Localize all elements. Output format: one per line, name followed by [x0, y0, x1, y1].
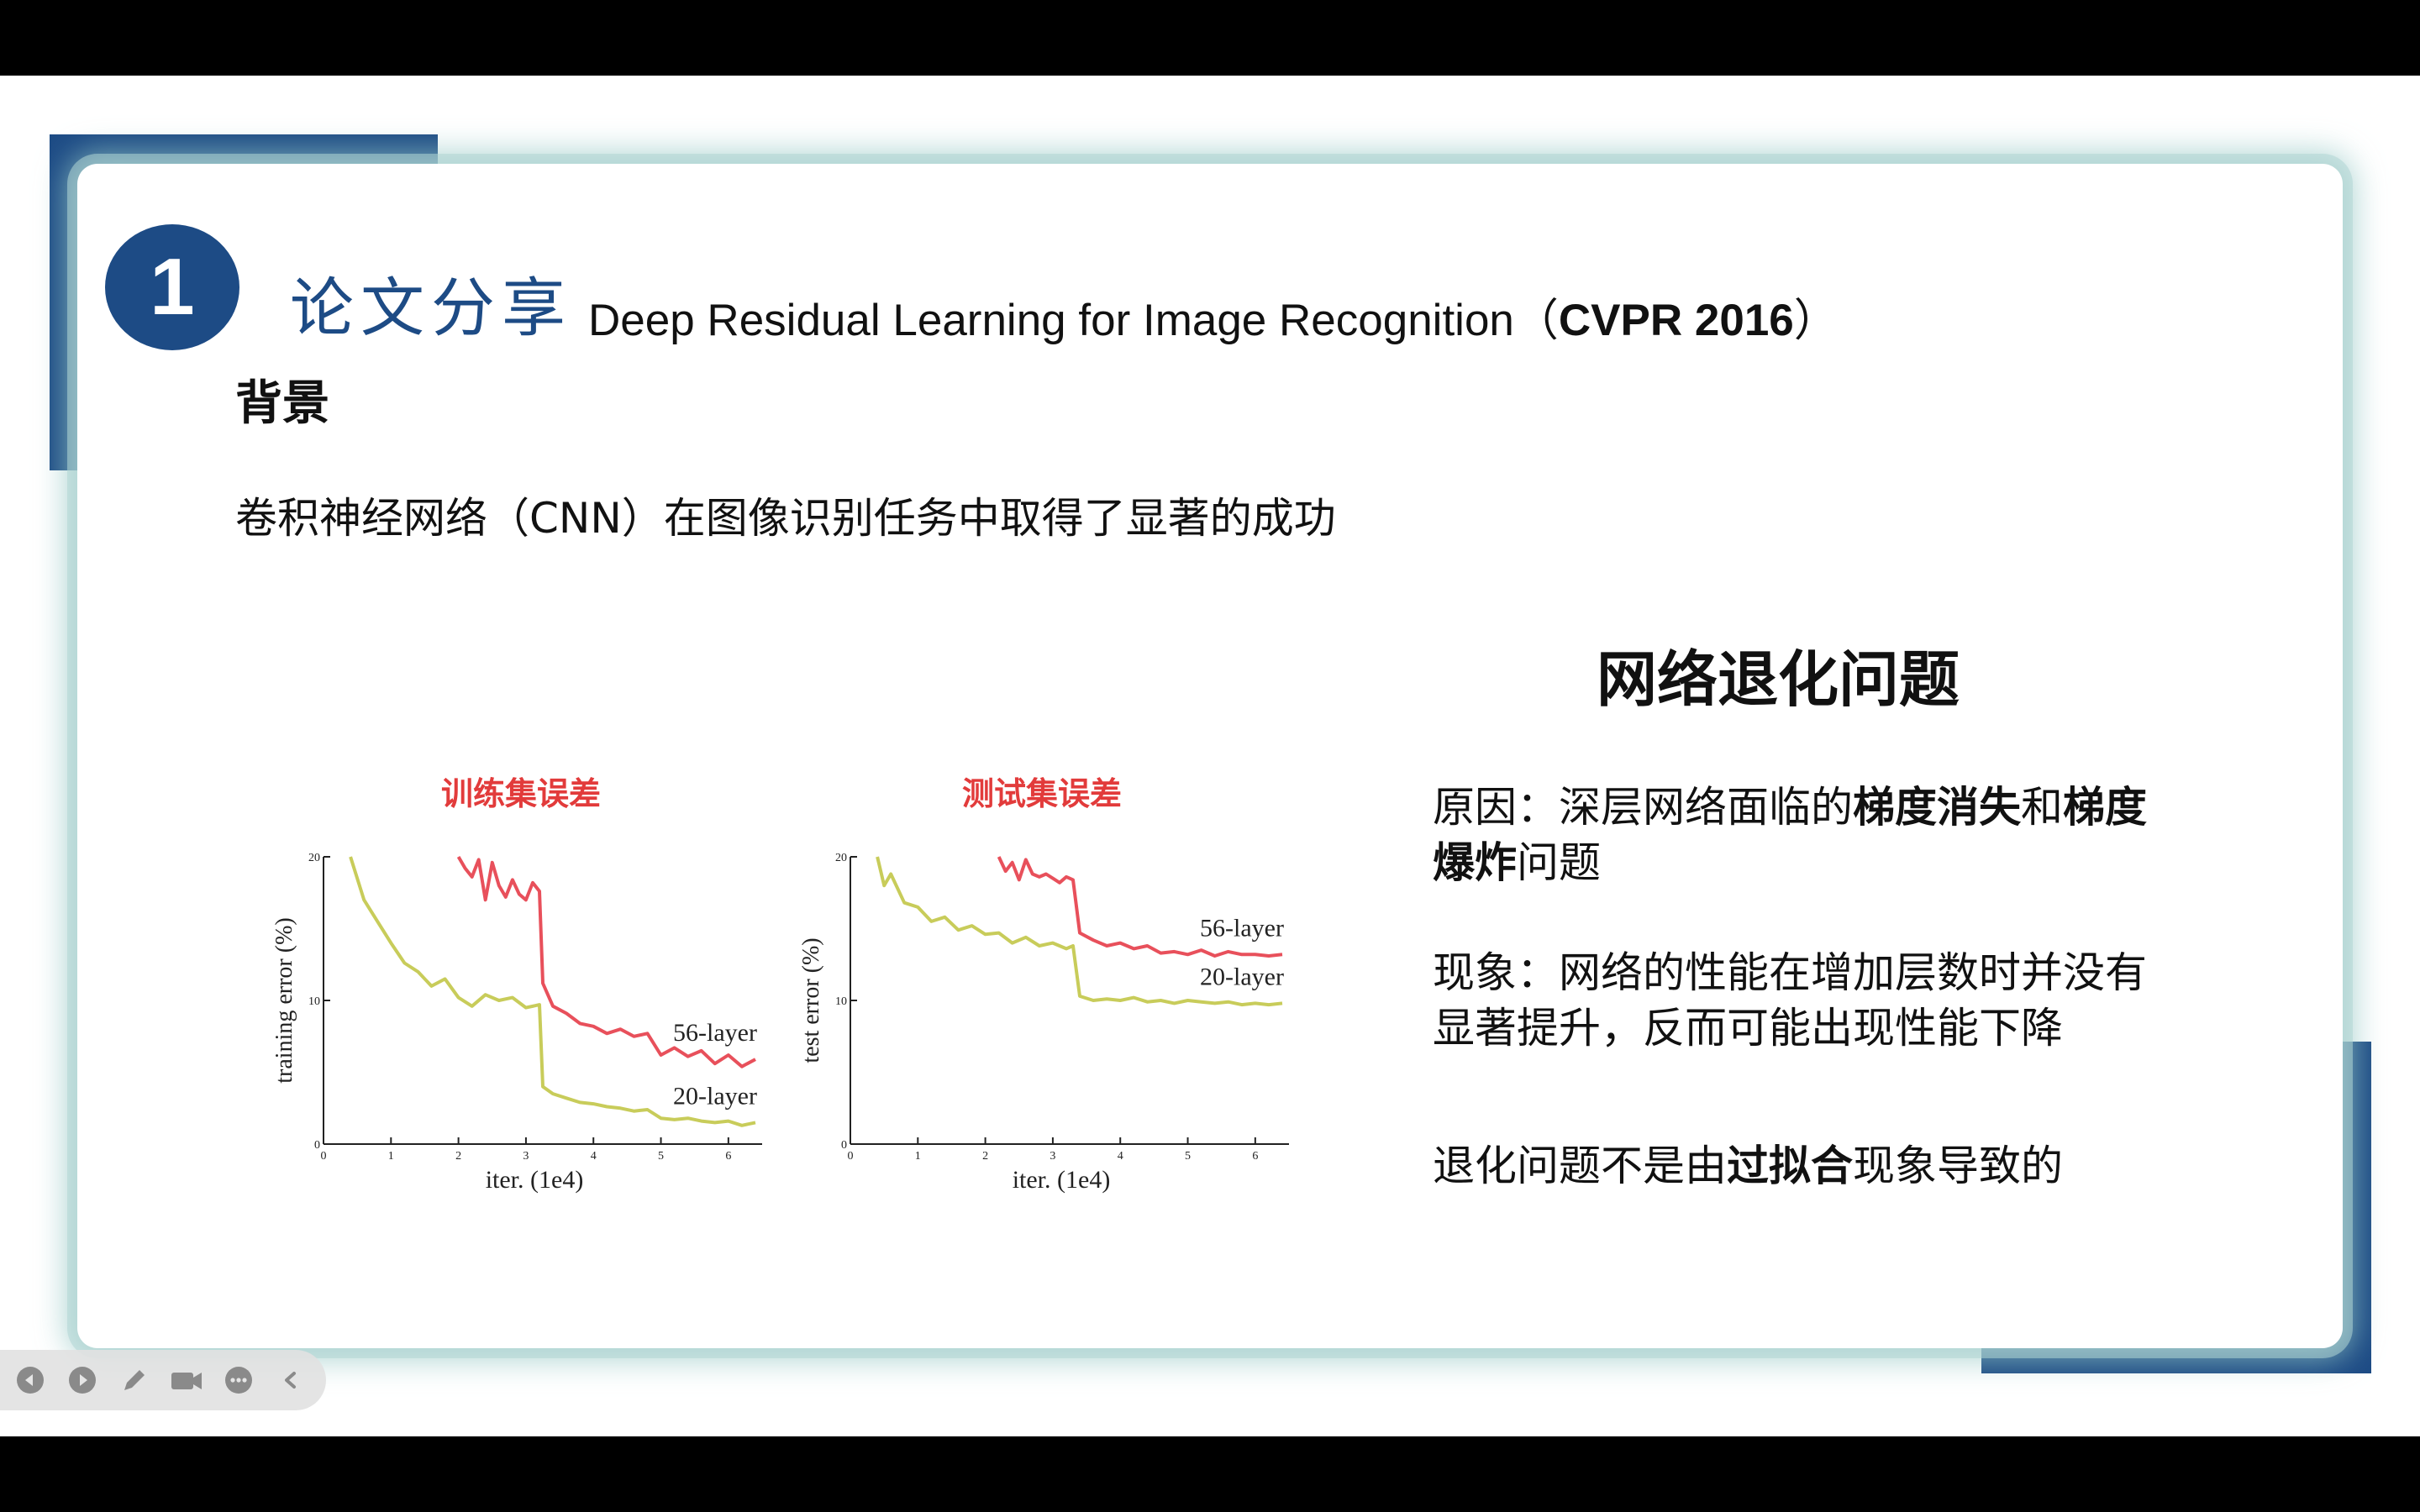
chart2-x-tick-label: 6 — [1252, 1150, 1258, 1163]
slide-title-en: Deep Residual Learning for Image Recogni… — [588, 289, 1839, 353]
chart1-x-tick-label: 5 — [658, 1150, 664, 1163]
section-heading: 背景 — [235, 376, 329, 431]
chart1-y-tick-label: 0 — [314, 1139, 320, 1152]
chart2-x-tick-label: 3 — [1050, 1150, 1055, 1163]
chart1-y-tick-label: 10 — [308, 995, 320, 1008]
chart2-xlabel: iter. (1e4) — [1013, 1166, 1111, 1194]
chart2-y-tick-label: 0 — [841, 1139, 847, 1152]
reason-suffix: 问题 — [1517, 838, 1601, 887]
reason-prefix: 原因：深层网络面临的 — [1433, 783, 1853, 832]
section-number-badge: 1 — [105, 224, 239, 350]
chart1-series-label-56-layer: 56-layer — [673, 1019, 757, 1047]
slide-stage: 1 论文分享 Deep Residual Learning for Image … — [0, 76, 2420, 1436]
chart2-title: 测试集误差 — [962, 775, 1122, 812]
chart1-xlabel: iter. (1e4) — [486, 1166, 584, 1194]
intro-text: 卷积神经网络（CNN）在图像识别任务中取得了显著的成功 — [235, 494, 1336, 543]
title-en-close: ） — [1793, 296, 1839, 345]
chart2-x-tick-label: 2 — [982, 1150, 988, 1163]
chart1-series-56-layer — [456, 855, 756, 1068]
chart1-x-tick-label: 1 — [388, 1150, 394, 1163]
slide-title-cn: 论文分享 — [290, 270, 572, 345]
conference-label: CVPR 2016 — [1558, 296, 1794, 345]
chart2-x-tick-label: 1 — [915, 1150, 921, 1163]
chart2-series-label-56-layer: 56-layer — [1200, 914, 1284, 942]
next-icon[interactable] — [64, 1362, 101, 1399]
chart1-x-tick-label: 0 — [321, 1150, 327, 1163]
reason-text: 原因：深层网络面临的梯度消失和梯度爆炸问题 — [1433, 780, 2172, 890]
chart2-y-tick-label: 20 — [835, 852, 847, 864]
presentation-toolbar — [0, 1350, 326, 1410]
phenomenon-text: 现象：网络的性能在增加层数时并没有显著提升，反而可能出现性能下降 — [1433, 948, 2147, 1053]
chart1-series-20-layer — [349, 856, 756, 1127]
conclusion-text: 退化问题不是由过拟合现象导致的 — [1433, 1138, 2172, 1194]
chart2-y-tick-label: 10 — [835, 995, 847, 1008]
chart1-y-tick-label: 20 — [308, 852, 320, 864]
camera-icon[interactable] — [168, 1362, 205, 1399]
chart2-ylabel: test error (%) — [798, 937, 824, 1063]
chart1-x-tick-label: 2 — [455, 1150, 461, 1163]
reason-bold-2: 梯度爆炸 — [1433, 783, 2147, 887]
slide-card — [77, 164, 2343, 1348]
chart1-series-label-20-layer: 20-layer — [673, 1082, 757, 1110]
conclusion-suffix: 现象导致的 — [1853, 1142, 2063, 1190]
conclusion-bold: 过拟合 — [1727, 1142, 1853, 1190]
chart2-series-56-layer — [997, 856, 1283, 958]
right-title: 网络退化问题 — [1597, 644, 1960, 715]
chart1-x-tick-label: 4 — [591, 1150, 597, 1163]
collapse-icon[interactable] — [272, 1362, 309, 1399]
chart2-x-tick-label: 5 — [1185, 1150, 1191, 1163]
chart2-x-tick-label: 4 — [1118, 1150, 1123, 1163]
chart1-x-tick-label: 6 — [725, 1150, 731, 1163]
chart2-x-tick-label: 0 — [848, 1150, 854, 1163]
previous-icon[interactable] — [12, 1362, 49, 1399]
chart1-ylabel: training error (%) — [271, 917, 297, 1083]
reason-bold-1: 梯度消失 — [1853, 783, 2021, 832]
chart2-series-20-layer — [876, 856, 1283, 1007]
conclusion-prefix: 退化问题不是由 — [1433, 1142, 1727, 1190]
pen-icon[interactable] — [116, 1362, 153, 1399]
title-en-text: Deep Residual Learning for Image Recogni… — [588, 296, 1559, 345]
chart1-x-tick-label: 3 — [523, 1150, 529, 1163]
more-icon[interactable] — [220, 1362, 257, 1399]
reason-mid: 和 — [2021, 783, 2063, 832]
chart1-title: 训练集误差 — [441, 775, 601, 812]
chart2-series-label-20-layer: 20-layer — [1200, 963, 1284, 990]
